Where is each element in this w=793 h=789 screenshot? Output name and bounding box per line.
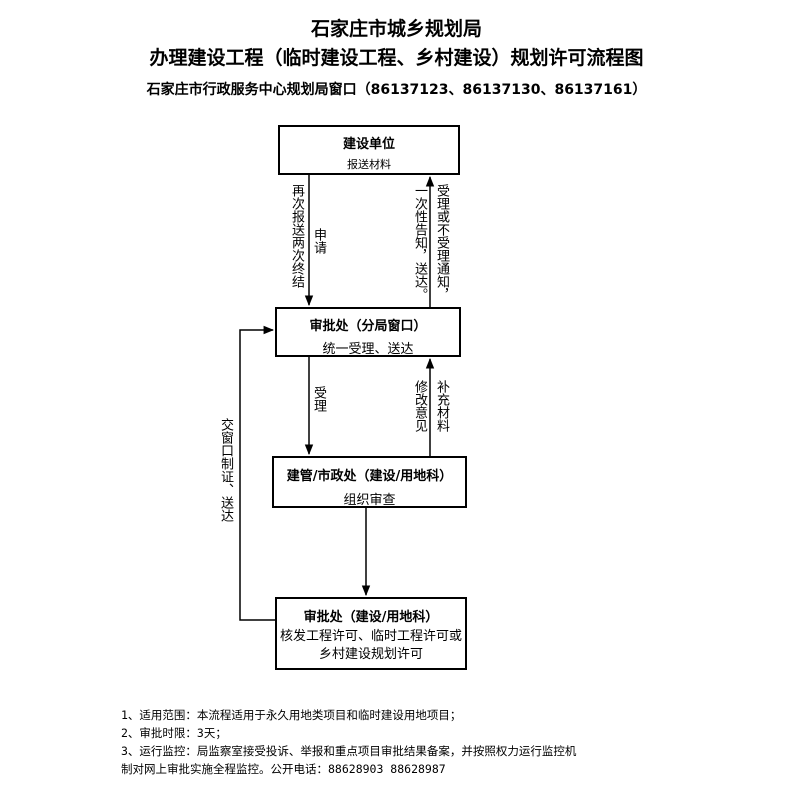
edge-label-accept: 受理: [311, 386, 326, 412]
page-subtitle: 办理建设工程（临时建设工程、乡村建设）规划许可流程图: [149, 47, 644, 69]
edge-label-resubmit: 再次报送两次终结: [289, 184, 304, 288]
node-window: 审批处（分局窗口） 统一受理、送达: [275, 307, 461, 357]
node-applicant-sub: 报送材料: [347, 158, 391, 171]
node-approval: 审批处（建设/用地科） 核发工程许可、临时工程许可或乡村建设规划许可: [275, 597, 467, 670]
edge-label-supplement: 补充材料: [434, 380, 449, 432]
note-scope: 1、适用范围：本流程适用于永久用地类项目和临时建设用地项目；: [121, 708, 462, 722]
edge-label-inform: 一次性告知，送达。: [412, 184, 427, 301]
node-approval-sub: 核发工程许可、临时工程许可或乡村建设规划许可: [279, 629, 462, 662]
note-monitoring-cont: 制对网上审批实施全程监控。公开电话：88628903 88628987: [121, 762, 446, 776]
notes-section: 1、适用范围：本流程适用于永久用地类项目和临时建设用地项目； 2、审批时限：3天…: [121, 706, 741, 778]
node-applicant: 建设单位 报送材料: [278, 125, 460, 175]
node-applicant-title: 建设单位: [342, 137, 395, 152]
contact-line: 石家庄市行政服务中心规划局窗口（86137123、86137130、861371…: [146, 82, 647, 98]
page-title: 石家庄市城乡规划局: [310, 18, 482, 40]
note-time-limit: 2、审批时限：3天；: [121, 726, 227, 740]
arrow-to-window: [239, 325, 275, 621]
edge-label-revise: 修改意见: [412, 380, 427, 432]
node-window-sub: 统一受理、送达: [322, 342, 414, 357]
note-monitoring: 3、运行监控：局监察室接受投诉、举报和重点项目审批结果备案，并按照权力运行监控机: [121, 744, 577, 758]
node-approval-title: 审批处（建设/用地科）: [303, 610, 439, 625]
edge-label-apply: 申请: [311, 228, 326, 254]
node-review-title: 建管/市政处（建设/用地科）: [286, 469, 453, 484]
node-review: 建管/市政处（建设/用地科） 组织审查: [272, 456, 467, 508]
node-window-title: 审批处（分局窗口）: [309, 319, 427, 334]
edge-label-to-window: 交窗口制证、送达: [218, 418, 233, 522]
node-review-sub: 组织审查: [343, 493, 396, 508]
edge-label-notify: 受理或不受理通知，: [434, 184, 449, 301]
